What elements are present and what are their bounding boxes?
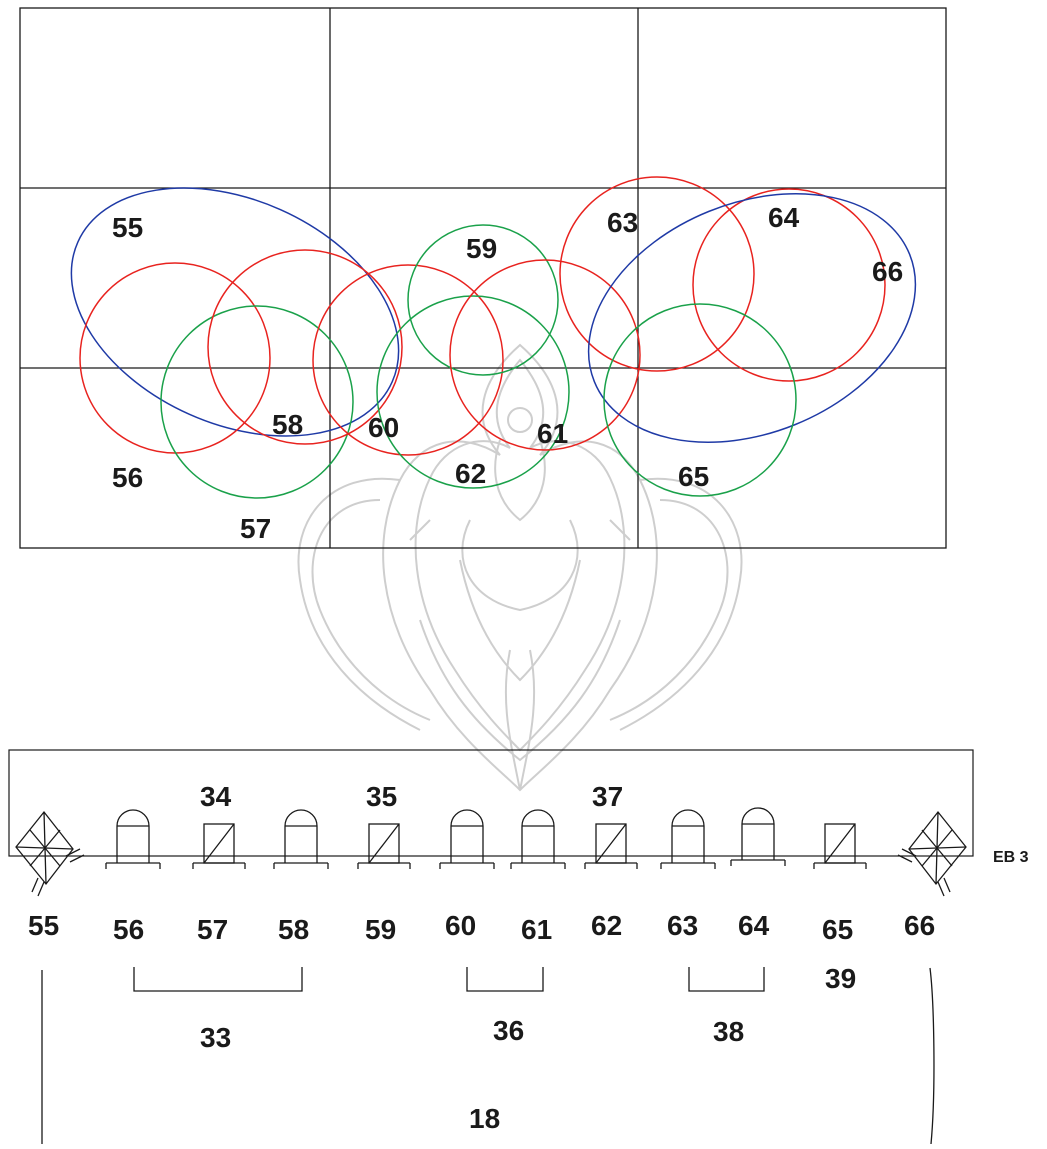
plan-label-59: 59 [466,233,497,264]
bracket-18-right [929,967,935,1145]
luminaire-label-62: 62 [591,910,622,941]
plan-label-65: 65 [678,461,709,492]
wash-luminaire-62 [584,823,638,869]
coverage-circle-60 [312,264,504,456]
coverage-circle-56 [79,262,271,454]
plan-label-58: 58 [272,409,303,440]
group-label-33: 33 [200,1022,231,1053]
luminaire-label-55: 55 [28,910,59,941]
coverage-circle-62 [376,295,570,489]
luminaire-label-59: 59 [365,914,396,945]
plan-label-60: 60 [368,412,399,443]
coverage-circle-65 [603,303,797,497]
plan-label-57: 57 [240,513,271,544]
spot-luminaire-58 [273,809,329,869]
luminaire-label-63: 63 [667,910,698,941]
luminaire-label-60: 60 [445,910,476,941]
coverage-circle-64 [692,188,886,382]
luminaire-number-row: 55 56 57 58 59 60 61 62 63 64 65 66 [28,910,935,945]
plan-label-66: 66 [872,256,903,287]
coverage-ellipse-66 [587,193,917,443]
watermark-emblem [297,343,743,792]
plan-label-63: 63 [607,207,638,238]
spot-luminaire-60 [439,809,495,869]
plan-label-55: 55 [112,212,143,243]
luminaire-label-56: 56 [113,914,144,945]
coverage-circle-59 [407,224,559,376]
luminaire-label-58: 58 [278,914,309,945]
bracket-38 [688,967,765,992]
group-label-38: 38 [713,1016,744,1047]
bracket-33 [133,967,303,992]
spot-luminaire-56 [105,809,161,869]
group-label-18: 18 [469,1103,500,1134]
group-label-37: 37 [592,781,623,812]
spot-luminaire-64 [730,807,786,866]
coverage-circle-58 [207,249,403,445]
coverage-ellipse-55 [70,187,400,437]
wash-luminaire-57 [192,823,246,869]
group-brackets [41,967,935,1145]
plan-label-64: 64 [768,202,800,233]
luminaire-label-57: 57 [197,914,228,945]
group-label-36: 36 [493,1015,524,1046]
coverage-circles [70,176,917,499]
luminaire-rail [8,749,974,857]
wash-luminaire-65 [813,823,867,869]
luminaire-label-66: 66 [904,910,935,941]
plan-grid [19,7,947,549]
lower-group-labels: 33 36 38 39 18 [200,963,856,1134]
luminaire-label-64: 64 [738,910,770,941]
group-label-34: 34 [200,781,232,812]
group-label-39: 39 [825,963,856,994]
wash-luminaire-59 [357,823,411,869]
spot-luminaire-63 [660,809,716,869]
coverage-circle-61 [449,259,641,451]
luminaire-label-61: 61 [521,914,552,945]
plan-labels: 55 56 57 58 59 60 61 62 63 64 65 66 [112,202,903,544]
coverage-circle-57 [160,305,354,499]
plan-label-56: 56 [112,462,143,493]
group-label-35: 35 [366,781,397,812]
spot-luminaire-61 [510,809,566,869]
luminaire-label-65: 65 [822,914,853,945]
floodlight-right [897,810,967,897]
rail-group-labels: 34 35 37 [200,781,623,812]
plan-label-61: 61 [537,418,568,449]
coverage-circle-63 [559,176,755,372]
plan-label-62: 62 [455,458,486,489]
row-tag-label: EB 3 [993,849,1029,866]
bracket-36 [466,967,544,992]
floodlight-left [15,810,85,897]
